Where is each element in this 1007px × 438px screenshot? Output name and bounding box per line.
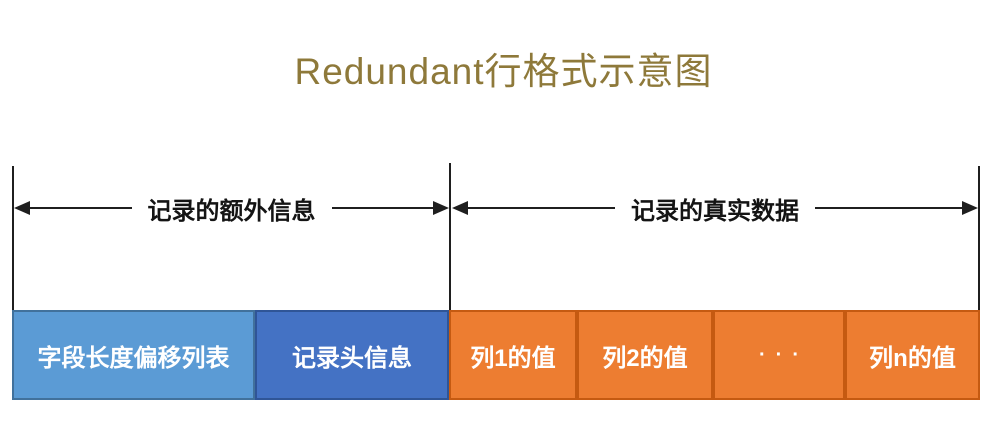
box-col2-value: 列2的值 — [577, 310, 713, 400]
extent-line-left — [12, 166, 14, 312]
dimension-label-real-data: 记录的真实数据 — [631, 197, 799, 225]
dimension-extra-info: 记录的额外信息 — [14, 193, 449, 225]
arrowhead-left-icon — [14, 201, 30, 215]
box-field-length-offset-list: 字段长度偏移列表 — [12, 310, 255, 400]
box-record-header-info: 记录头信息 — [255, 310, 449, 400]
record-structure-row: 字段长度偏移列表 记录头信息 列1的值 列2的值 ··· 列n的值 — [12, 310, 980, 400]
extent-line-right — [978, 166, 980, 312]
box-col1-value: 列1的值 — [449, 310, 577, 400]
arrowhead-left-icon — [452, 201, 468, 215]
dimension-line — [815, 207, 962, 209]
diagram-title: Redundant行格式示意图 — [294, 51, 713, 92]
arrowhead-right-icon — [962, 201, 978, 215]
dimension-line — [468, 207, 615, 209]
dimension-line — [331, 207, 433, 209]
arrowhead-right-icon — [433, 201, 449, 215]
box-ellipsis: ··· — [713, 310, 845, 400]
dimension-real-data: 记录的真实数据 — [452, 193, 978, 225]
box-label: 列n的值 — [869, 344, 956, 372]
box-coln-value: 列n的值 — [845, 310, 980, 400]
box-label: 记录头信息 — [292, 344, 412, 372]
dimension-line — [30, 207, 132, 209]
dimension-label-extra-info: 记录的额外信息 — [147, 197, 316, 225]
extent-line-middle — [449, 163, 451, 312]
box-label: 列1的值 — [470, 344, 556, 372]
box-label: 字段长度偏移列表 — [37, 344, 230, 372]
box-label: 列2的值 — [602, 344, 688, 372]
ellipsis-label: ··· — [759, 343, 809, 366]
